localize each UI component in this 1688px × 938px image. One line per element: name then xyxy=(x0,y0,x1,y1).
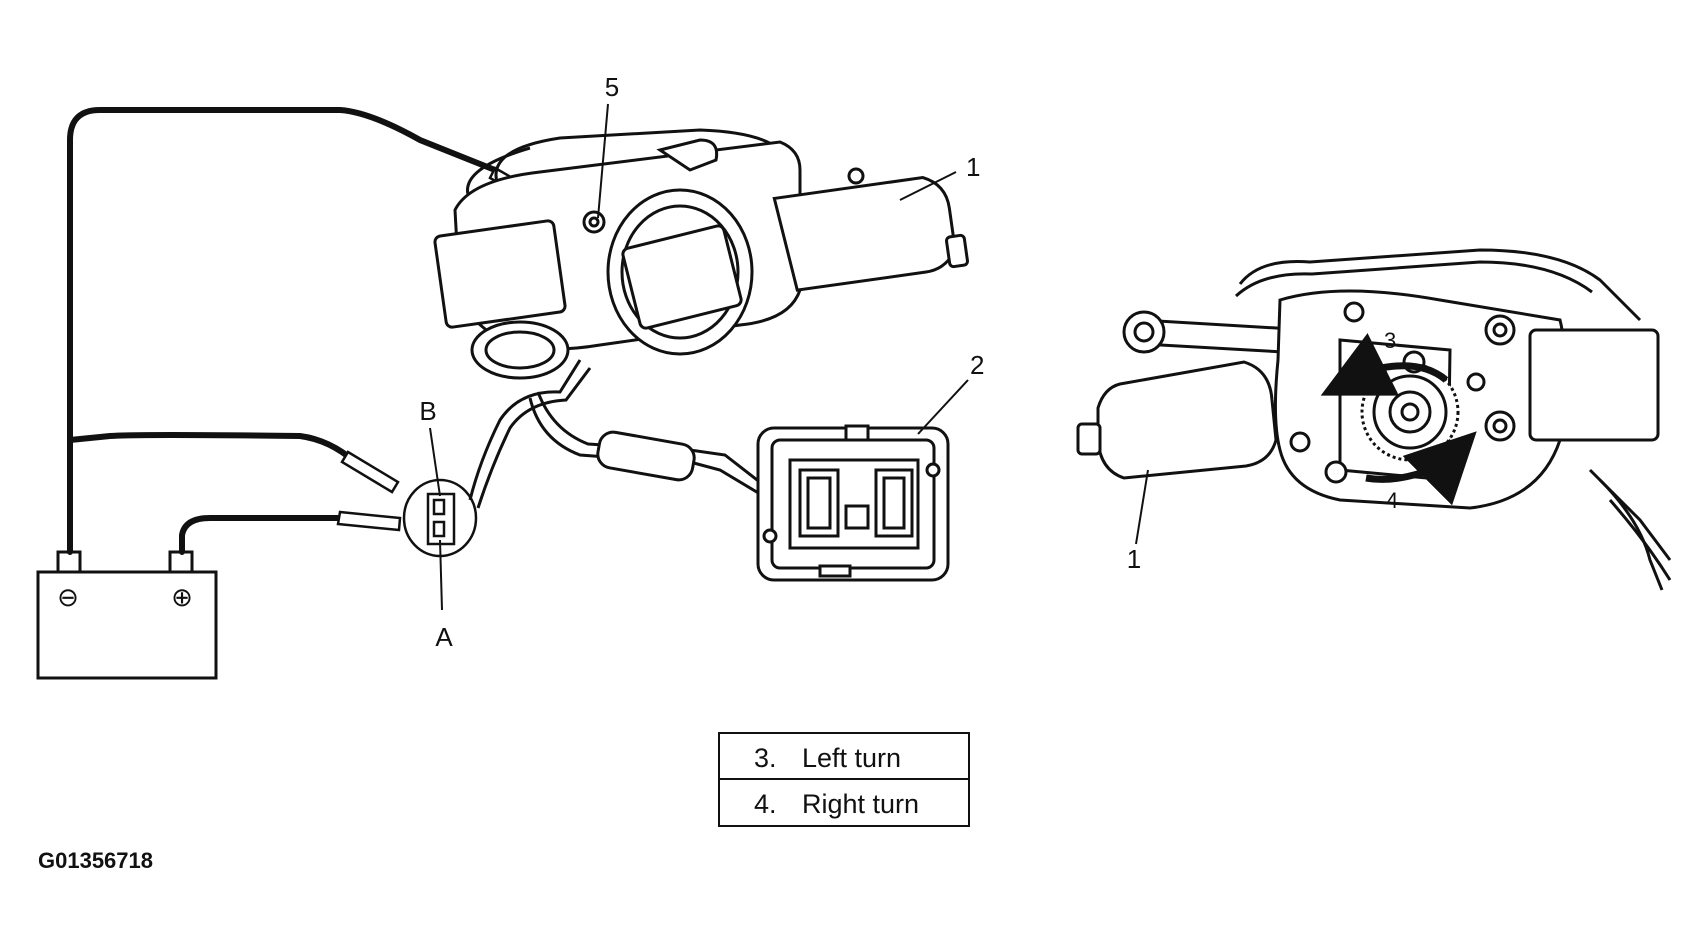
callout-4: 4 xyxy=(1386,488,1398,513)
leader-b xyxy=(429,427,441,497)
legend-row-2-num: 4. xyxy=(754,789,777,819)
callout-5: 5 xyxy=(605,72,619,102)
battery-negative-symbol: ⊖ xyxy=(57,582,79,612)
connector-a-b xyxy=(402,478,478,558)
callout-a: A xyxy=(435,622,453,652)
leader-a xyxy=(439,539,443,611)
legend-table xyxy=(718,732,970,827)
motor-assembly-left xyxy=(433,128,969,380)
motor-assembly-right xyxy=(1076,248,1672,591)
test-leads xyxy=(67,107,498,555)
battery-positive-symbol: ⊕ xyxy=(171,582,193,612)
leader-1-right xyxy=(1135,469,1149,545)
right-turn-arrow xyxy=(1365,431,1477,506)
callout-1-right: 1 xyxy=(1127,544,1141,574)
leader-5 xyxy=(597,103,609,219)
callout-3: 3 xyxy=(1384,328,1396,353)
figure-id: G01356718 xyxy=(38,848,153,873)
harness-sleeve xyxy=(596,430,696,482)
legend-row-2-label: Right turn xyxy=(802,789,919,819)
callout-1-left: 1 xyxy=(966,152,980,182)
wire-harness-left xyxy=(468,359,771,509)
leader-2 xyxy=(917,379,969,435)
leader-1-left xyxy=(899,171,957,201)
callout-b: B xyxy=(419,396,436,426)
battery xyxy=(36,550,218,680)
legend-row-1-num: 3. xyxy=(754,743,777,773)
callout-2: 2 xyxy=(970,350,984,380)
left-turn-arrow xyxy=(1320,333,1449,396)
switch-assembly xyxy=(756,424,950,582)
legend-row-1-label: Left turn xyxy=(802,743,901,773)
